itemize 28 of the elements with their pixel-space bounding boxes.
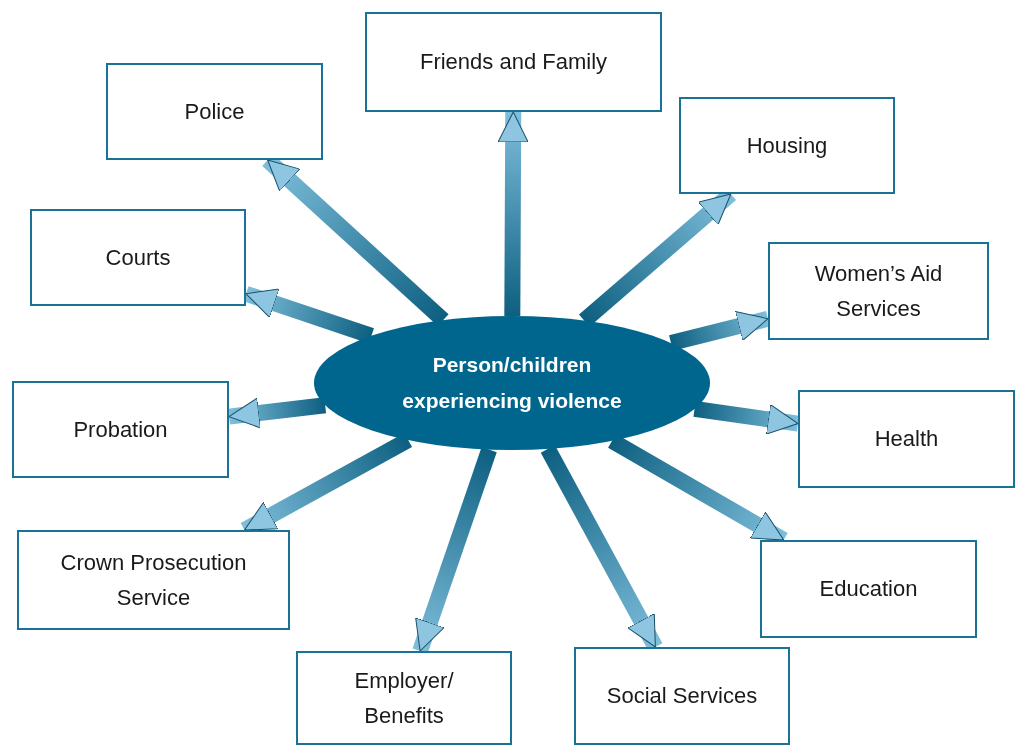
service-box (768, 242, 989, 340)
box-label: Crown Prosecution Service (59, 548, 248, 612)
box-label: Education (819, 575, 918, 604)
service-box (296, 651, 512, 745)
box-label: Courts (105, 243, 171, 272)
box-label: Women’s Aid Services (813, 259, 944, 323)
box-label: Police (184, 97, 245, 126)
service-box (798, 390, 1015, 488)
arrow (228, 397, 327, 429)
service-box (574, 647, 790, 745)
arrow (669, 310, 770, 351)
service-box (365, 12, 662, 112)
service-box (30, 209, 246, 306)
center-label: Person/children experiencing violence (401, 352, 623, 414)
service-box (679, 97, 895, 194)
box-label: Employer/ Benefits (353, 666, 455, 730)
box-label: Housing (746, 131, 828, 160)
service-box (106, 63, 323, 160)
arrow (497, 111, 529, 317)
box-label: Social Services (606, 682, 758, 711)
service-box (12, 381, 229, 478)
service-box (760, 540, 977, 638)
box-label: Friends and Family (419, 48, 608, 77)
box-label: Probation (73, 415, 168, 444)
arrow (693, 401, 800, 435)
box-label: Health (874, 425, 939, 454)
service-box (17, 530, 290, 630)
arrow (412, 446, 497, 654)
